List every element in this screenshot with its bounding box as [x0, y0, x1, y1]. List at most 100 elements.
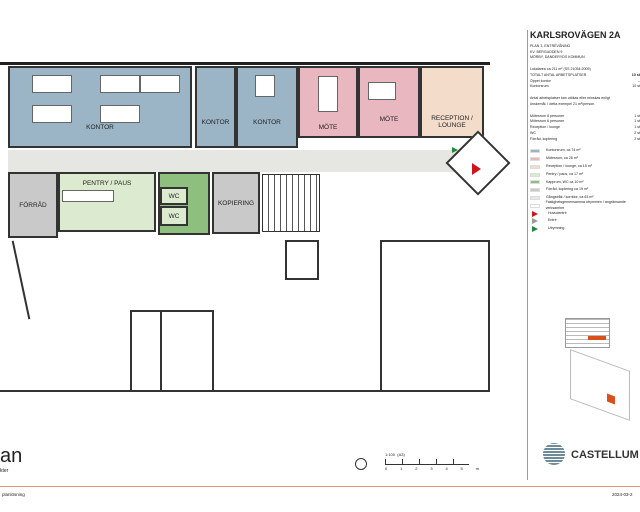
- exit-flag-icon: [532, 226, 538, 233]
- legend-item: Gångstråk / korridor, ca 63 m²: [530, 194, 640, 202]
- stat-row: Öppet kontor –: [530, 79, 640, 85]
- area-text: Lokalarea ca 211 m² (SS 21054:2009): [530, 67, 591, 72]
- room-kontor-3: KONTOR: [236, 66, 298, 148]
- count-label: Reception / lounge: [530, 125, 560, 130]
- room-label: WC: [168, 192, 180, 200]
- room-label: FÖRRÅD: [19, 201, 47, 209]
- legend-swatch: [530, 188, 540, 193]
- legend-label: Huvudentré: [548, 210, 567, 215]
- architect-logo-sub: kter: [0, 468, 9, 474]
- count-row: Mötesrum 6 personer 1 st: [530, 119, 640, 125]
- count-value: 1 st: [634, 119, 640, 124]
- count-row: WC 2 st: [530, 131, 640, 137]
- scale-tick: 3: [430, 466, 433, 471]
- footer-rule: [0, 486, 640, 487]
- outer-wall: [0, 62, 490, 65]
- panel-subtitle: MÖRBY, DANDERYDS KOMMUN: [530, 55, 585, 60]
- room-wc-1: WC: [160, 187, 188, 205]
- legend-swatch: [530, 149, 540, 154]
- room-label: KONTOR: [86, 123, 114, 131]
- room-label: KOPIERING: [217, 199, 255, 207]
- stat-label: Öppet kontor: [530, 78, 551, 83]
- scale-tick: 1: [400, 466, 403, 471]
- castellum-logo: CASTELLUM: [571, 449, 639, 461]
- room-label: KONTOR: [201, 118, 230, 126]
- footer-title: planlösning: [2, 492, 25, 497]
- scale-tick: 4: [445, 466, 448, 471]
- legend-item: Reception / lounge, ca 15 m²: [530, 163, 640, 171]
- count-label: Mötesrum 8 personer: [530, 113, 565, 118]
- room-label: PENTRY / PAUS: [82, 180, 132, 187]
- legend-swatch: [530, 180, 540, 185]
- count-value: 2 st: [634, 130, 640, 135]
- adjacent-space: [380, 240, 490, 390]
- elevator: [285, 240, 319, 280]
- room-kopiering: KOPIERING: [212, 172, 260, 234]
- panel-divider: [527, 30, 528, 480]
- stat-label: Kontorsrum: [530, 84, 549, 89]
- room-pentry: PENTRY / PAUS: [58, 172, 156, 232]
- room-label: RECEPTION / LOUNGE: [431, 115, 473, 129]
- legend-item: Pentry / paus, ca 17 m²: [530, 171, 640, 179]
- scale-tick: 5: [460, 466, 463, 471]
- count-row: Förråd, kopiering 2 st: [530, 137, 640, 143]
- room-label: MÖTE: [379, 116, 399, 123]
- north-arrow-icon: [355, 458, 367, 470]
- emergency-exit-icon: [452, 147, 458, 153]
- legend-label: Pentry / paus, ca 17 m²: [546, 171, 584, 176]
- room-wc-2: WC: [160, 206, 188, 226]
- scale-label: 1:100: [385, 452, 396, 457]
- legend-label: Reception / lounge, ca 15 m²: [546, 163, 592, 168]
- legend-swatch: [530, 164, 540, 169]
- legend-swatch: [530, 195, 540, 200]
- legend-label: Entré: [548, 218, 557, 223]
- site-location-map: [570, 349, 630, 421]
- corridor: [8, 150, 468, 172]
- legend-label: Mötesrum, ca 26 m²: [546, 156, 578, 161]
- legend-swatch: [530, 172, 540, 177]
- legend-label: Utrymning: [548, 226, 565, 231]
- count-label: Mötesrum 6 personer: [530, 119, 565, 124]
- panel-subtitle: KV. BERGUDDEN 9: [530, 49, 563, 54]
- room-label: WC: [168, 212, 180, 220]
- legend-item: Fastighetsgemensamma utrymmen / angränsa…: [530, 200, 640, 210]
- legend-swatch: [530, 156, 540, 161]
- legend-label: Kontorsrum, ca 74 m²: [546, 148, 581, 153]
- stat-value: 10 st: [632, 84, 640, 89]
- scale-tick: m: [475, 466, 479, 471]
- main-entrance-flag-icon: [532, 210, 538, 217]
- panel-subtitle: PLAN 3, ENTRÉVÅNING: [530, 43, 571, 48]
- room-kontor-2: KONTOR: [195, 66, 236, 148]
- legend-label: Fastighetsgemensamma utrymmen / angränsa…: [545, 200, 626, 210]
- room-mote-2: MÖTE: [358, 66, 420, 138]
- count-label: Förråd, kopiering: [530, 136, 558, 141]
- count-value: 2 st: [634, 136, 640, 141]
- note-text: Antal arbetsplatser kan utökas eller min…: [530, 96, 610, 106]
- info-panel: KARLSROVÄGEN 2A PLAN 3, ENTRÉVÅNING KV. …: [530, 30, 640, 233]
- count-value: 1 st: [634, 113, 640, 118]
- legend-label: Förråd, kopiering ca 19 m²: [546, 187, 589, 192]
- entrance-flag-icon: [532, 218, 538, 225]
- room-label: KONTOR: [253, 118, 281, 126]
- legend-item: Mötesrum, ca 26 m²: [530, 155, 640, 163]
- count-row: Mötesrum 8 personer 1 st: [530, 114, 640, 120]
- scale-paper: (A3): [397, 452, 405, 457]
- count-label: WC: [530, 130, 536, 135]
- stat-value: –: [638, 78, 640, 83]
- staircase: [262, 174, 320, 232]
- panel-title: KARLSROVÄGEN 2A: [530, 30, 621, 40]
- stat-value: 10 st: [631, 72, 640, 77]
- footer-date: 2024-03-2: [612, 492, 633, 497]
- legend: Kontorsrum, ca 74 m² Mötesrum, ca 26 m² Re…: [530, 147, 640, 233]
- legend-swatch: [530, 203, 540, 208]
- legend-item: Kapprum, WC ca 10 m²: [530, 178, 640, 186]
- legend-label: Gångstråk / korridor, ca 63 m²: [546, 195, 594, 200]
- room-reception: RECEPTION / LOUNGE: [420, 66, 484, 138]
- scale-tick: 2: [415, 466, 418, 471]
- room-forrad: FÖRRÅD: [8, 172, 58, 238]
- stat-row: Kontorsrum 10 st: [530, 84, 640, 90]
- count-value: 1 st: [634, 125, 640, 130]
- legend-item: Entré: [530, 217, 640, 225]
